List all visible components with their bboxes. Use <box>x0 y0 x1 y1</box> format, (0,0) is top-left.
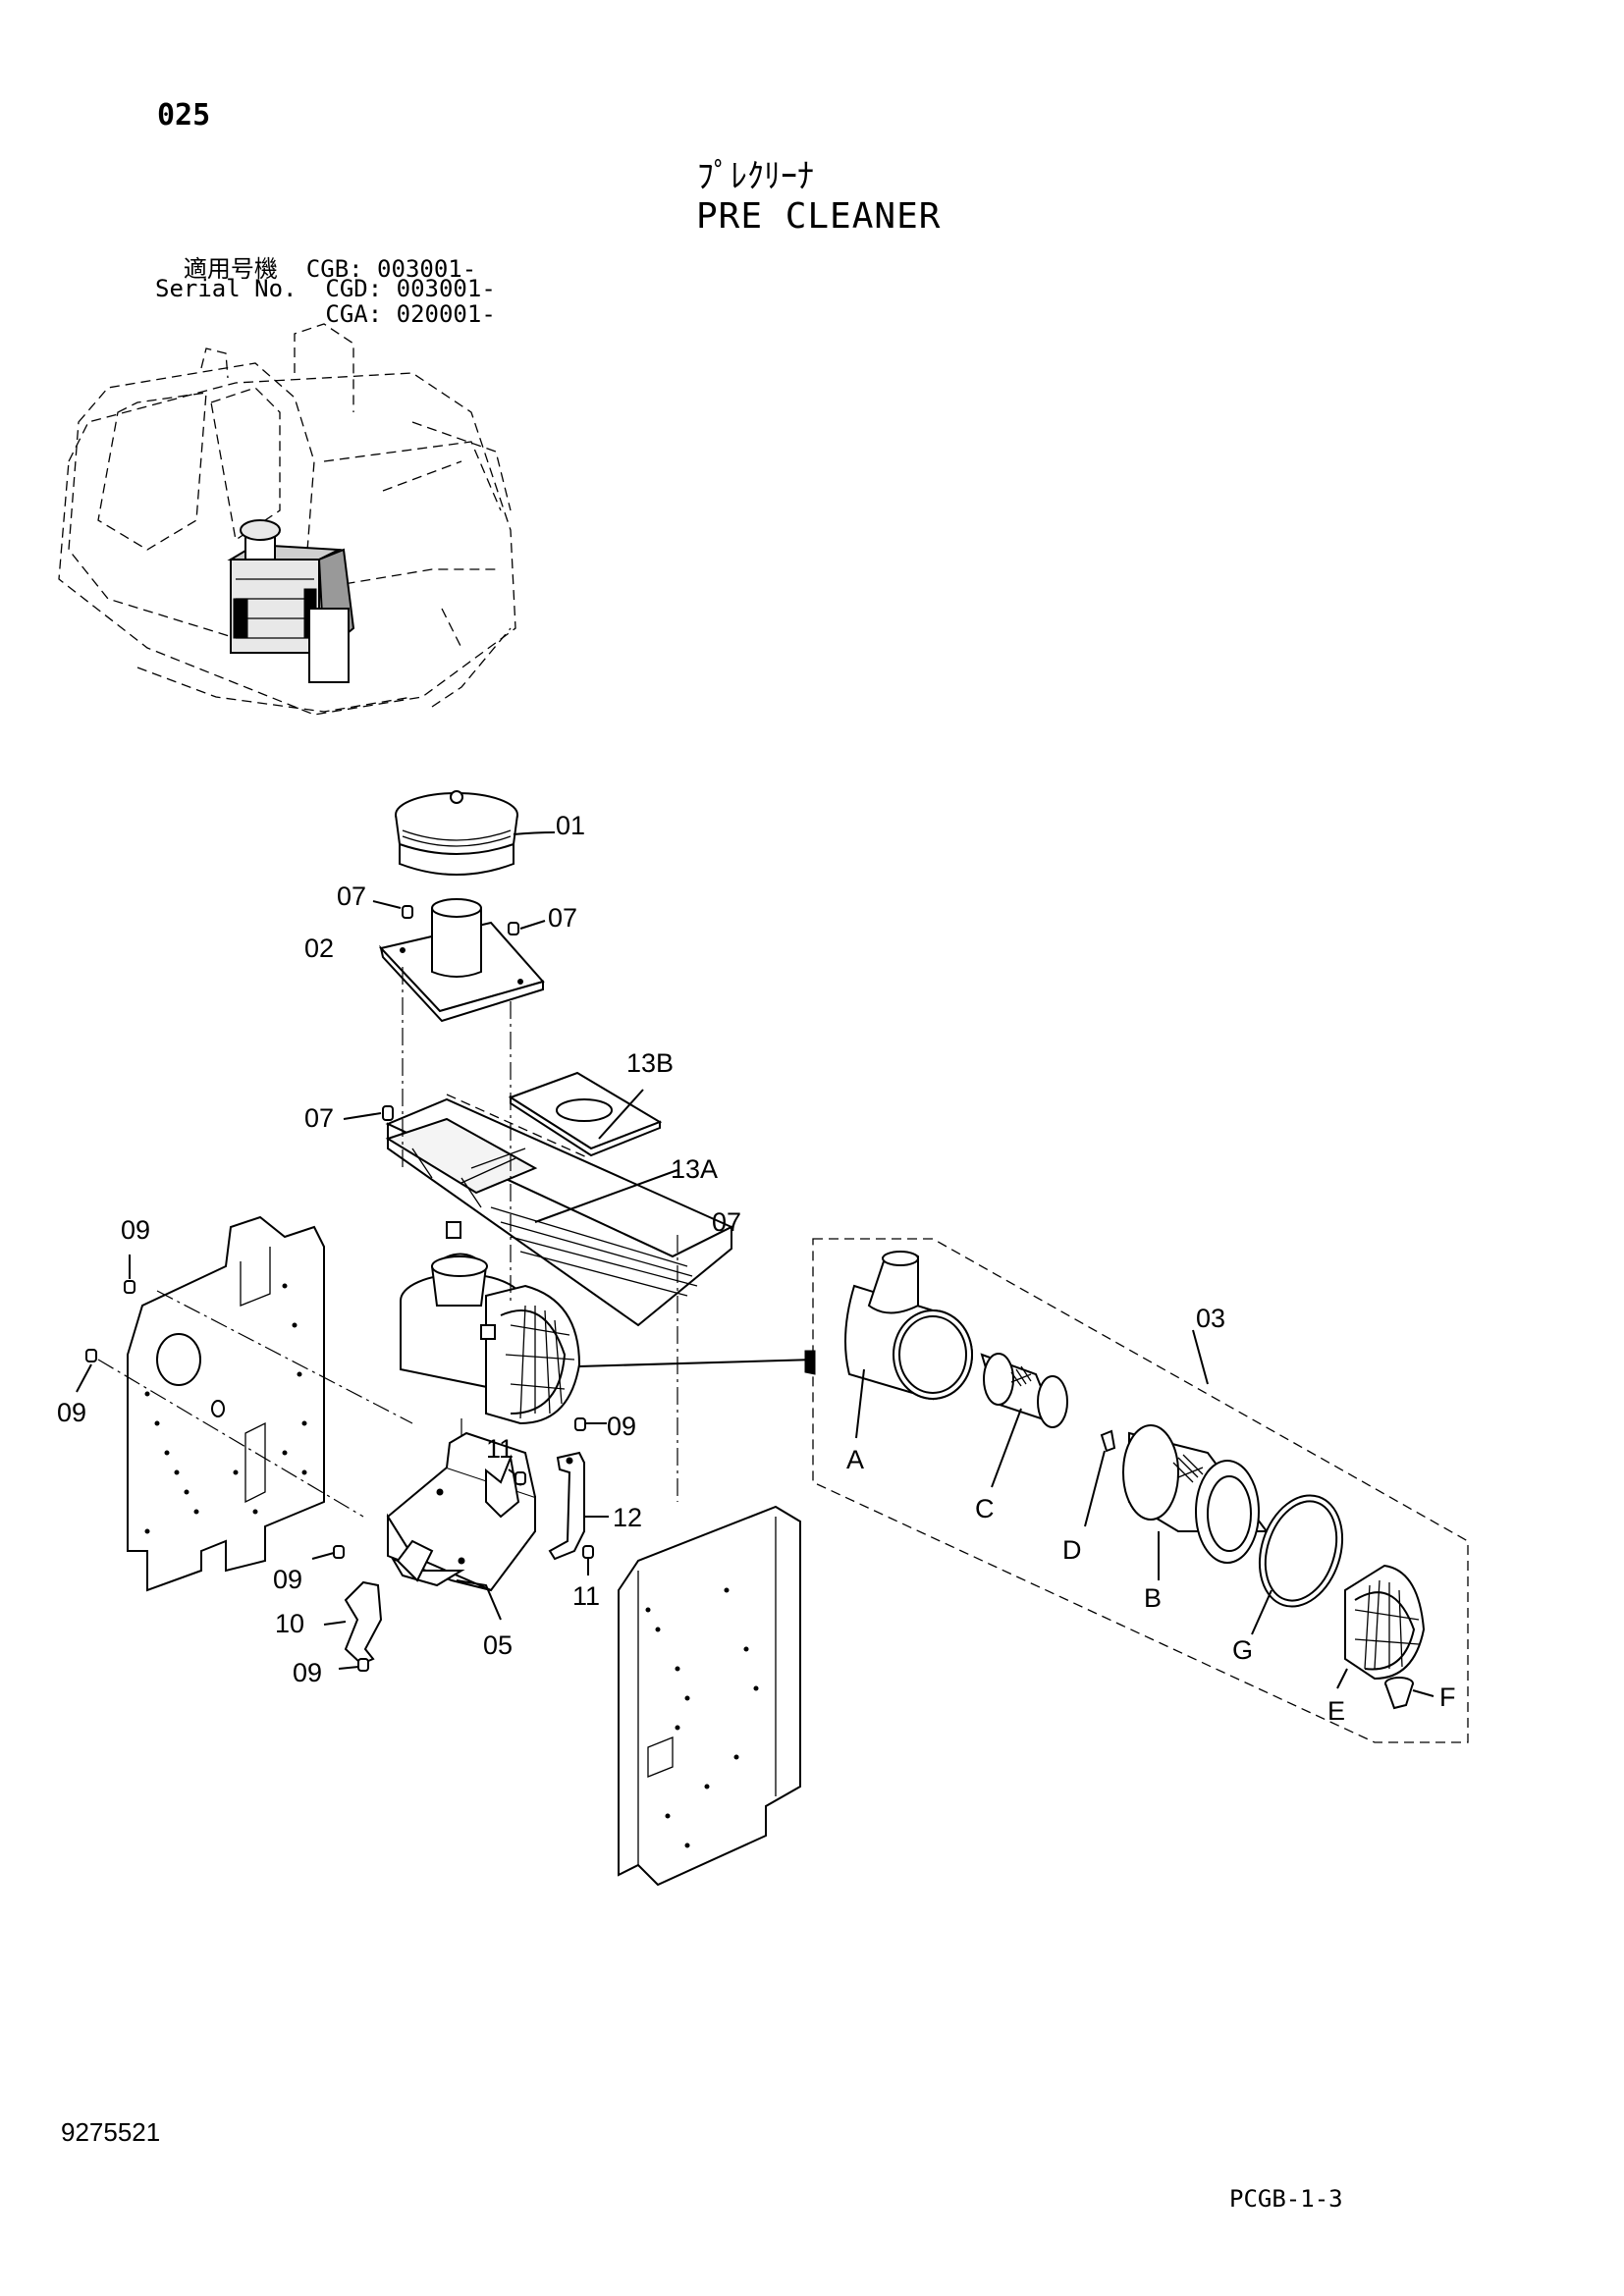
fasteners-09-11 <box>311 1417 607 1672</box>
title-japanese: ﾌﾟﾚｸﾘｰﾅ <box>697 157 814 196</box>
part-03-air-cleaner-assembled <box>400 1253 581 1425</box>
callout-f: F <box>1439 1682 1456 1712</box>
callout-13a: 13A <box>671 1154 718 1184</box>
callout-10: 10 <box>275 1609 304 1638</box>
callout-11-lower: 11 <box>572 1581 600 1611</box>
callout-11-upper: 11 <box>486 1434 514 1464</box>
callout-07-tray: 07 <box>304 1103 334 1133</box>
serial-line-3: CGA: 020001- <box>155 300 496 328</box>
callout-d: D <box>1062 1535 1082 1565</box>
document-code: 9275521 <box>61 2117 161 2147</box>
component-a-housing <box>844 1251 973 1439</box>
callout-12: 12 <box>613 1503 642 1532</box>
callout-02: 02 <box>304 934 334 963</box>
callout-07-right: 07 <box>712 1207 741 1237</box>
title-english: PRE CLEANER <box>696 196 942 237</box>
callout-09-panel-left: 09 <box>57 1398 86 1427</box>
part-13a-tray <box>385 1094 734 1327</box>
callout-c: C <box>975 1494 995 1523</box>
callout-g: G <box>1232 1635 1253 1665</box>
callout-13b: 13B <box>626 1048 674 1078</box>
sheet-code: PCGB-1-3 <box>1229 2185 1343 2213</box>
callout-e: E <box>1327 1696 1345 1726</box>
component-e-end-cap <box>1336 1564 1426 1689</box>
machine-overview-illustration <box>58 323 516 716</box>
callout-03: 03 <box>1196 1304 1225 1333</box>
component-b-outer-filter <box>1122 1424 1269 1580</box>
callout-07-top-left: 07 <box>337 881 366 911</box>
left-side-panel <box>76 1215 325 1592</box>
part-03-exploded-view <box>812 1238 1469 1743</box>
callout-09-bottom: 09 <box>293 1658 322 1687</box>
serial-line-2: Serial No. CGD: 003001- <box>155 275 496 302</box>
part-02-mounting-plate <box>379 898 545 1023</box>
callout-09-lower: 09 <box>273 1565 302 1594</box>
part-05-support-bracket <box>386 1431 536 1621</box>
part-13b-gasket-plate <box>508 1071 663 1157</box>
callout-09-panel-top: 09 <box>121 1215 150 1245</box>
component-d-fitting <box>1084 1429 1116 1527</box>
callout-05: 05 <box>483 1630 513 1660</box>
page-number: 025 <box>157 98 211 133</box>
callout-07-top-right: 07 <box>548 903 577 933</box>
component-f-valve <box>1384 1677 1435 1710</box>
part-12-bracket <box>548 1451 609 1561</box>
part-10-bracket <box>323 1580 383 1666</box>
component-g-gasket <box>1251 1494 1344 1635</box>
callout-09-bracket: 09 <box>607 1412 636 1441</box>
callout-a: A <box>846 1445 864 1474</box>
serial-line-1: 適用号機 CGB: 003001- <box>155 255 477 283</box>
part-01-precleaner-cap <box>395 790 556 876</box>
component-c-inner-filter <box>980 1353 1068 1488</box>
callout-b: B <box>1144 1583 1162 1613</box>
right-side-panel <box>618 1505 801 1887</box>
callout-01: 01 <box>556 811 585 840</box>
